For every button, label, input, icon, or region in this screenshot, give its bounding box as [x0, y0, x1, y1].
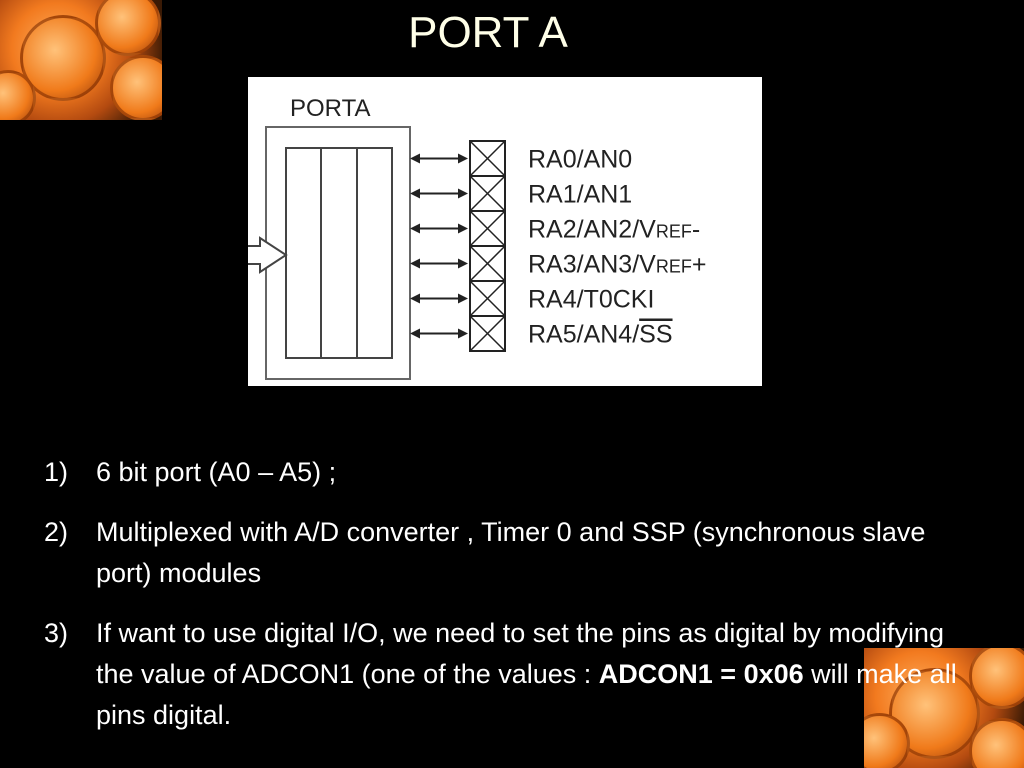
- arrowhead-right-icon: [458, 188, 468, 199]
- pin-label: RA4/T0CKI: [528, 286, 654, 314]
- pin-pad-cross-icon: [469, 210, 506, 247]
- bullet-number: 3): [44, 618, 69, 648]
- bullet-number: 2): [44, 517, 69, 547]
- arrowhead-right-icon: [458, 258, 468, 269]
- arrowhead-right-icon: [458, 153, 468, 164]
- bullet-item: 1) 6 bit port (A0 – A5) ;: [44, 452, 984, 493]
- pin-label: RA1/AN1: [528, 181, 632, 209]
- input-arrow: [248, 236, 288, 274]
- bullet-text: If want to use digital I/O, we need to s…: [96, 618, 944, 689]
- bullet-tail-text: will make all pins digital.: [96, 659, 957, 730]
- arrowhead-right-icon: [458, 223, 468, 234]
- arrowhead-left-icon: [410, 293, 420, 304]
- arrowhead-right-icon: [458, 293, 468, 304]
- pin-label: RA2/AN2/VREF-: [528, 216, 700, 244]
- bullet-item: 3) If want to use digital I/O, we need t…: [44, 613, 984, 736]
- arrowhead-left-icon: [410, 153, 420, 164]
- arrowhead-left-icon: [410, 223, 420, 234]
- bullet-text: 6 bit port (A0 – A5) ;: [96, 457, 337, 487]
- pin-label: RA5/AN4/SS: [528, 321, 673, 349]
- bullet-bold-text: ADCON1 = 0x06: [598, 659, 804, 689]
- pin-pad-cross-icon: [469, 140, 506, 177]
- arrowhead-right-icon: [458, 328, 468, 339]
- pin-label: RA3/AN3/VREF+: [528, 251, 706, 279]
- pin-pad-cross-icon: [469, 175, 506, 212]
- bullet-item: 2) Multiplexed with A/D converter , Time…: [44, 512, 984, 594]
- bullet-text: Multiplexed with A/D converter , Timer 0…: [96, 517, 926, 588]
- pin-label: RA0/AN0: [528, 146, 632, 174]
- arrowhead-left-icon: [410, 258, 420, 269]
- rose-image-top-left: [0, 0, 162, 120]
- porta-register: [285, 147, 393, 359]
- porta-outer-block: [265, 126, 411, 380]
- slide-title: PORT A: [408, 8, 568, 57]
- arrowhead-left-icon: [410, 188, 420, 199]
- pin-pad-cross-icon: [469, 280, 506, 317]
- arrowhead-left-icon: [410, 328, 420, 339]
- porta-label: PORTA: [290, 95, 370, 122]
- bullet-list: 1) 6 bit port (A0 – A5) ; 2) Multiplexed…: [44, 452, 984, 755]
- bullet-number: 1): [44, 457, 69, 487]
- rose-image-bottom-right: [864, 648, 1024, 768]
- pin-pad-cross-icon: [469, 315, 506, 352]
- pin-pad-cross-icon: [469, 245, 506, 282]
